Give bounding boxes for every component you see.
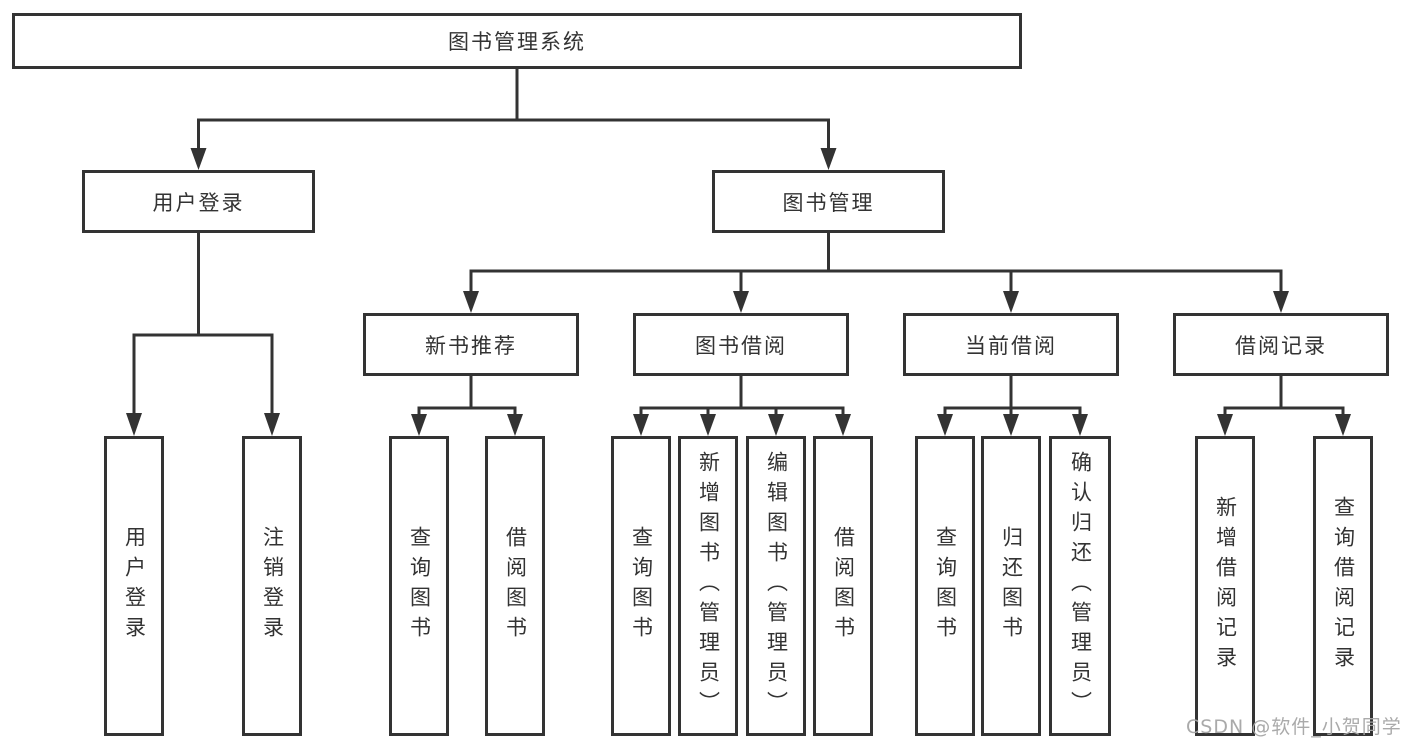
csdn-watermark: CSDN @软件_小贺同学 bbox=[1186, 716, 1402, 738]
leaf-logout: 注销登录 bbox=[242, 436, 302, 736]
leaf-user-login: 用户登录 bbox=[104, 436, 164, 736]
node-book-borrow: 图书借阅 bbox=[633, 313, 849, 376]
node-book-management: 图书管理 bbox=[712, 170, 945, 233]
leaf-add-books-admin: 新增图书（管理员） bbox=[678, 436, 738, 736]
arrowheads bbox=[126, 148, 1351, 436]
node-root-system: 图书管理系统 bbox=[12, 13, 1022, 69]
leaf-confirm-return-admin: 确认归还（管理员） bbox=[1049, 436, 1111, 736]
node-borrow-records: 借阅记录 bbox=[1173, 313, 1389, 376]
leaf-query-books-recommend: 查询图书 bbox=[389, 436, 449, 736]
node-user-login: 用户登录 bbox=[82, 170, 315, 233]
node-new-book-recommend: 新书推荐 bbox=[363, 313, 579, 376]
leaf-return-books: 归还图书 bbox=[981, 436, 1041, 736]
leaf-query-borrow-record: 查询借阅记录 bbox=[1313, 436, 1373, 736]
leaf-borrow-books-recommend: 借阅图书 bbox=[485, 436, 545, 736]
leaf-query-books-borrow: 查询图书 bbox=[611, 436, 671, 736]
leaf-query-books-current: 查询图书 bbox=[915, 436, 975, 736]
leaf-edit-books-admin: 编辑图书（管理员） bbox=[746, 436, 806, 736]
leaf-borrow-books: 借阅图书 bbox=[813, 436, 873, 736]
node-current-borrow: 当前借阅 bbox=[903, 313, 1119, 376]
leaf-add-borrow-record: 新增借阅记录 bbox=[1195, 436, 1255, 736]
